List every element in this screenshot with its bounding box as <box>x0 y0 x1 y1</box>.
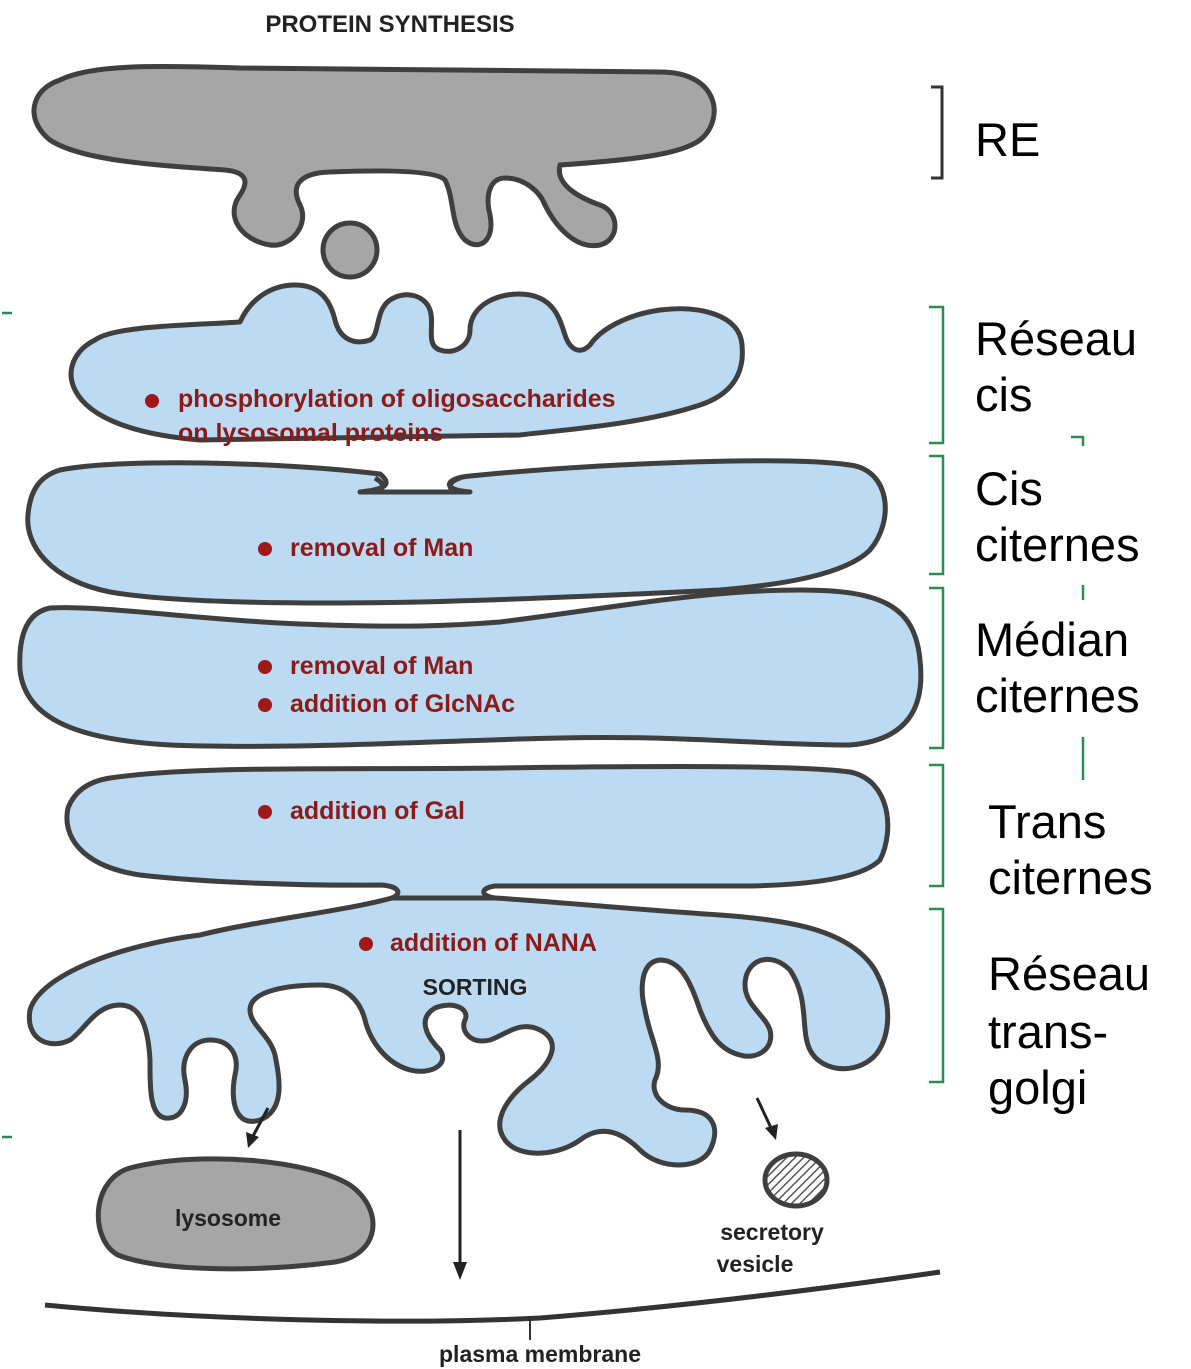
region-trans-citernes-2: citernes <box>988 851 1153 904</box>
tgn-addition-of-nana: addition of NANA <box>390 929 597 957</box>
region-reseau-cis-2: cis <box>975 368 1032 421</box>
process-bullet <box>258 542 272 556</box>
endoplasmic-reticulum <box>34 66 714 245</box>
process-bullet <box>145 394 159 408</box>
lysosome-label: lysosome <box>175 1205 281 1231</box>
diagram-title: PROTEIN SYNTHESIS <box>265 11 514 38</box>
sorting-label: SORTING <box>423 974 528 1000</box>
arrow-to-secretory-vesicle <box>757 1098 778 1140</box>
region-re: RE <box>975 113 1040 166</box>
region-median-citernes-2: citernes <box>975 669 1140 722</box>
region-reseau-cis-1: Réseau <box>975 312 1137 365</box>
secretory-vesicle-label-2: vesicle <box>717 1251 794 1277</box>
process-bullet <box>258 660 272 674</box>
trans-cisterna <box>67 767 888 898</box>
phosphorylation-line-1: phosphorylation of oligosaccharides <box>178 385 616 413</box>
region-trans-citernes-1: Trans <box>988 795 1106 848</box>
cis-citernes-bracket <box>929 456 943 574</box>
secretory-vesicle <box>765 1154 827 1206</box>
secretory-vesicle-label-1: secretory <box>720 1219 824 1245</box>
region-cis-citernes-1: Cis <box>975 462 1043 515</box>
phosphorylation-line-2: on lysosomal proteins <box>178 419 443 447</box>
cis-removal-of-man: removal of Man <box>290 534 473 562</box>
region-reseau-trans-golgi-3: golgi <box>988 1061 1087 1114</box>
divider-tick <box>1071 437 1083 446</box>
plasma-membrane-label: plasma membrane <box>439 1341 641 1367</box>
arrow-to-plasma-membrane <box>453 1130 467 1280</box>
process-bullet <box>258 698 272 712</box>
re-bracket <box>931 87 942 178</box>
median-addition-of-glcnac: addition of GlcNAc <box>290 690 515 718</box>
cis-golgi-network <box>71 285 742 440</box>
region-reseau-trans-golgi-1: Réseau <box>988 947 1150 1000</box>
median-removal-of-man: removal of Man <box>290 652 473 680</box>
trans-citernes-bracket <box>929 765 943 886</box>
region-median-citernes-1: Médian <box>975 613 1129 666</box>
region-reseau-trans-golgi-2: trans- <box>988 1005 1108 1058</box>
reseau-trans-golgi-bracket <box>929 909 943 1082</box>
trans-addition-of-gal: addition of Gal <box>290 797 465 825</box>
cis-cisterna <box>28 461 886 603</box>
region-cis-citernes-2: citernes <box>975 518 1140 571</box>
plasma-membrane <box>45 1272 940 1321</box>
er-transport-vesicle <box>323 223 377 277</box>
median-citernes-bracket <box>929 588 943 748</box>
reseau-cis-bracket <box>929 307 943 443</box>
process-bullet <box>359 937 373 951</box>
process-bullet <box>258 805 272 819</box>
